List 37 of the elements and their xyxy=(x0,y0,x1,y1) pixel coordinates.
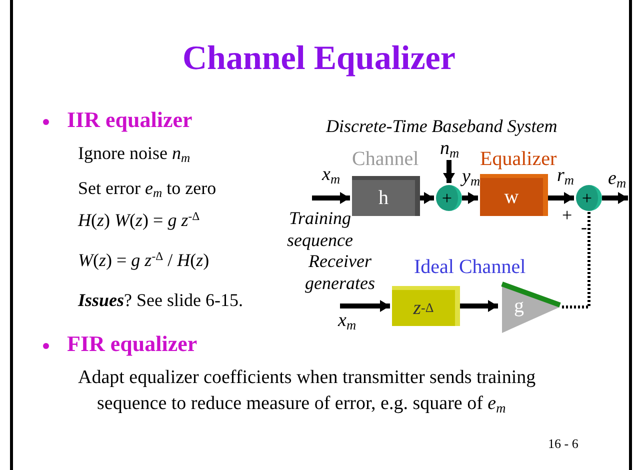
paragraph: Adapt equalizer coefficients when transmitter sends training sequence to reduce measure of error, e.g. square of e$_{m}$ xyxy=(78,366,537,418)
equation: H(z) W(z) = g z$^{-Δ}$ xyxy=(78,210,200,231)
page-number: 16 - 6 xyxy=(548,436,578,452)
arrow xyxy=(460,300,498,312)
arrow xyxy=(443,160,455,183)
arrow xyxy=(548,192,574,204)
dotted-line xyxy=(562,211,590,308)
bullet-heading: FIR equalizer xyxy=(67,331,198,357)
arrow xyxy=(312,192,350,204)
edge-label: e$_{m}$ xyxy=(608,168,626,192)
edge-label: r$_{m}$ xyxy=(557,165,574,188)
edge-label: x$_{m}$ xyxy=(322,164,340,188)
body-text: Ignore noise n$_{m}$ xyxy=(78,143,190,166)
diagram-caption: Discrete-Time Baseband System xyxy=(326,116,558,137)
summing-junction: + xyxy=(436,185,462,211)
arrow xyxy=(420,192,434,204)
body-text: Set error e$_{m}$ to zero xyxy=(78,178,216,202)
equation: W(z) = g z$^{-Δ}$ / H(z) xyxy=(78,250,210,271)
arrow xyxy=(340,300,390,312)
bullet-heading: IIR equalizer xyxy=(67,107,192,133)
block-group-label: Ideal Channel xyxy=(414,256,526,279)
signal-note: Receiver generates xyxy=(304,250,376,294)
sign-label: + xyxy=(562,205,572,226)
edge-label: y$_{m}$ xyxy=(462,166,480,190)
sign-label: - xyxy=(581,217,587,238)
block-heading: Equalizer xyxy=(480,148,557,171)
slide-title: Channel Equalizer xyxy=(182,40,456,78)
equalizer-block: w xyxy=(480,174,548,216)
summing-junction: + xyxy=(576,185,602,211)
edge-label: x$_{m}$ xyxy=(338,310,356,334)
arrow xyxy=(602,192,628,204)
channel-block: h xyxy=(352,176,420,216)
edge-label: n$_{m}$ xyxy=(440,138,460,162)
arrow xyxy=(462,192,478,204)
block-heading: Channel xyxy=(352,148,419,171)
signal-note: Training sequence xyxy=(286,207,354,251)
body-text: Issues? See slide 6-15. xyxy=(78,290,243,311)
